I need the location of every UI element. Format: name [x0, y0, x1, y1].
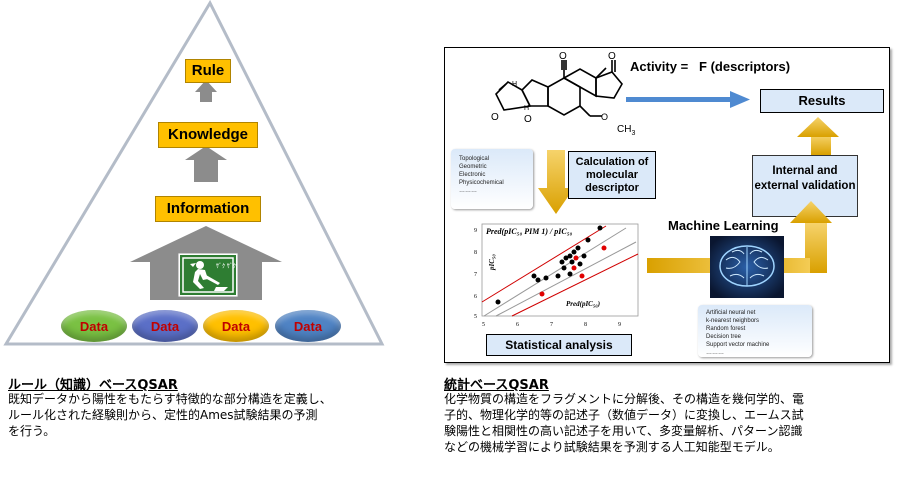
right-line-2: 子的、物理化学的等の記述子（数値データ）に変換し、エームス試 [444, 408, 804, 422]
data-ellipse-4: Data [275, 310, 341, 342]
svg-text:O: O [559, 51, 567, 62]
right-line-1: 化学物質の構造をフラグメントに分解後、その構造を幾何学的、電 [444, 392, 805, 406]
xtick: 9 [618, 322, 621, 328]
data-ellipse-2: Data [132, 310, 198, 342]
ml-method: Support vector machine [706, 342, 770, 348]
validation-box: Internal and external validation [752, 155, 858, 217]
machine-learning-label: Machine Learning [668, 218, 779, 233]
ml-methods-box [698, 305, 812, 357]
pyramid-outline [3, 0, 385, 346]
ml-method: ……… [706, 350, 724, 356]
left-heading: ルール（知識）ベースQSAR [8, 378, 178, 393]
ytick: 6 [474, 294, 477, 300]
right-line-3: 験陽性と相関性の高い記述子を用いて、多変量解析、パターン認識 [444, 424, 803, 438]
activity-formula: Activity = F (descriptors) [630, 59, 791, 74]
brain-icon [710, 236, 784, 298]
right-line-4: などの機械学習により試験結果を予測する人工知能型モデル。 [444, 440, 780, 454]
xtick: 7 [550, 322, 553, 328]
right-heading: 統計ベースQSAR [444, 378, 549, 393]
methyl-label: CH3 [617, 124, 636, 137]
statistical-analysis-box: Statistical analysis [486, 334, 632, 356]
arrow-right-icon [626, 91, 750, 108]
ml-method: Random forest [706, 326, 746, 332]
arrow-down-icon [538, 150, 574, 214]
data-ellipse-3: Data [203, 310, 269, 342]
descriptor-type: ……… [459, 188, 477, 194]
xtick: 5 [482, 322, 485, 328]
arrow-up-icon [185, 146, 227, 182]
calculation-box: Calculation of molecular descriptor [568, 151, 656, 199]
xtick: 6 [516, 322, 519, 328]
ml-method: k-nearest neighbors [706, 318, 760, 324]
left-line-3: を行う。 [8, 424, 56, 438]
ytick: 5 [474, 314, 477, 320]
results-box: Results [760, 89, 884, 113]
ml-methods-list: Artificial neural net k-nearest neighbor… [706, 309, 769, 357]
construction-worker-icon: ｻﾞｸ ｻﾞｸ [178, 253, 238, 297]
plot-ylabel: pIC₅₀ [488, 254, 496, 271]
xtick: 8 [584, 322, 587, 328]
svg-text:O: O [601, 112, 608, 122]
data-ellipse-1: Data [61, 310, 127, 342]
svg-text:O: O [491, 112, 499, 123]
left-line-2: ルール化された経験則から、定性的Ames試験結果の予測 [8, 408, 318, 422]
plot-title: Pred(pIC₅₀ PIM 1) / pIC₅₀ [486, 227, 572, 236]
svg-text:H: H [512, 81, 517, 88]
ml-method: Artificial neural net [706, 310, 756, 316]
ytick: 8 [474, 250, 477, 256]
level-rule: Rule [185, 59, 231, 83]
arrow-up-icon [195, 80, 217, 102]
scatter-plot: 9 8 7 6 5 5 6 7 8 9 Pred(pIC₅₀ PIM 1) / … [474, 223, 639, 328]
level-knowledge: Knowledge [158, 122, 258, 148]
descriptor-type: Physicochemical [459, 180, 504, 186]
svg-text:O: O [608, 51, 616, 62]
plot-xlabel: Pred(pIC₅₀) [566, 300, 600, 308]
descriptor-types-box [451, 149, 533, 209]
ml-method: Decision tree [706, 334, 742, 340]
left-description: 既知データから陽性をもたらす特徴的な部分構造を定義し、 ルール化された経験則から… [8, 391, 408, 439]
descriptor-types-list: Topological Geometric Electronic Physico… [459, 155, 504, 195]
left-line-1: 既知データから陽性をもたらす特徴的な部分構造を定義し、 [8, 392, 332, 406]
ytick: 7 [474, 272, 477, 278]
descriptor-type: Topological [459, 156, 490, 162]
aflatoxin-structure-icon: O O O O O H H [491, 51, 623, 125]
svg-text:H: H [524, 105, 529, 112]
ytick: 9 [474, 228, 477, 234]
right-description: 化学物質の構造をフラグメントに分解後、その構造を幾何学的、電 子的、物理化学的等… [444, 391, 902, 455]
descriptor-type: Geometric [459, 164, 487, 170]
level-information: Information [155, 196, 261, 222]
svg-text:ｻﾞｸ ｻﾞｸ: ｻﾞｸ ｻﾞｸ [216, 263, 236, 270]
descriptor-type: Electronic [459, 172, 486, 178]
svg-text:O: O [524, 114, 532, 125]
